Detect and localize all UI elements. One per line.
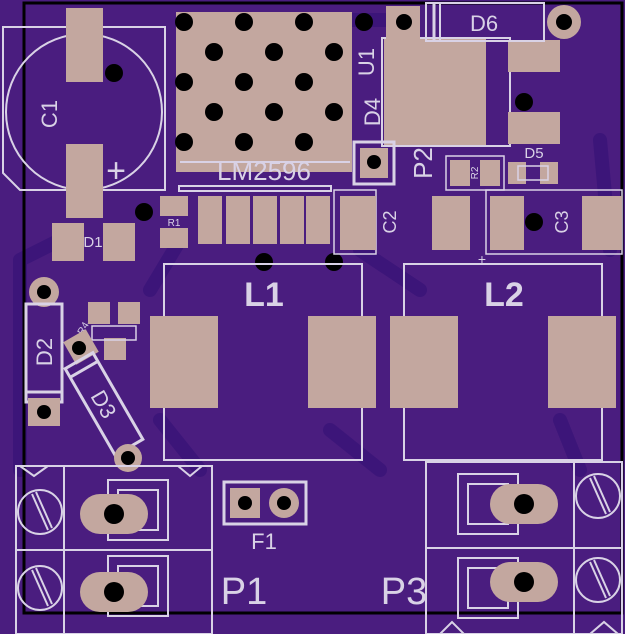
via: [325, 253, 343, 271]
via: [255, 253, 273, 271]
capacitor-c2: C2: [333, 189, 470, 255]
l1-label: L1: [244, 276, 284, 314]
p2-label: P2: [408, 147, 438, 179]
diode-d6: D6: [386, 2, 581, 42]
d4-label: D4: [360, 98, 385, 126]
inductor-l2: L2: [390, 263, 616, 461]
terminal-block-p1: P1: [15, 465, 267, 634]
p3-label: P3: [381, 571, 427, 613]
diode-d4: D4: [360, 37, 560, 147]
l2-label: L2: [484, 276, 524, 314]
c3-plus-label: +: [478, 251, 486, 267]
d2-label: D2: [32, 338, 57, 366]
diode-d5: D5: [508, 145, 558, 184]
via: [355, 13, 373, 31]
diode-d3: D3: [63, 329, 145, 472]
c3-label: C3: [552, 210, 572, 233]
resistor-r4: R4: [76, 302, 140, 360]
fuse-f1: F1: [222, 480, 308, 554]
c1-plus-label: +: [106, 152, 126, 190]
d6-label: D6: [470, 11, 498, 36]
r2-label: R2: [470, 166, 481, 179]
c2-label: C2: [380, 210, 400, 233]
d5-label: D5: [524, 145, 543, 162]
r1-label: R1: [168, 218, 181, 229]
connector-p2: P2: [352, 140, 438, 186]
capacitor-c1: C1 +: [2, 8, 166, 218]
diode-d2: D2: [24, 277, 64, 426]
via: [135, 203, 153, 221]
terminal-block-p3: P3: [381, 461, 623, 634]
c1-label: C1: [37, 100, 62, 128]
inductor-l1: L1: [150, 263, 376, 461]
regulator-lm2596: LM2596 U1: [175, 12, 379, 244]
resistor-r1: R1: [160, 196, 188, 248]
capacitor-c3: C3 +: [478, 189, 623, 267]
f1-label: F1: [251, 529, 277, 554]
u1-label: U1: [354, 48, 379, 76]
board-outline: [22, 1, 624, 615]
resistor-r2: R2: [445, 155, 505, 191]
p1-label: P1: [221, 571, 267, 613]
d1-label: D1: [83, 234, 102, 251]
via: [515, 93, 533, 111]
diode-d1: D1: [52, 223, 135, 261]
lm2596-label: LM2596: [217, 156, 311, 186]
